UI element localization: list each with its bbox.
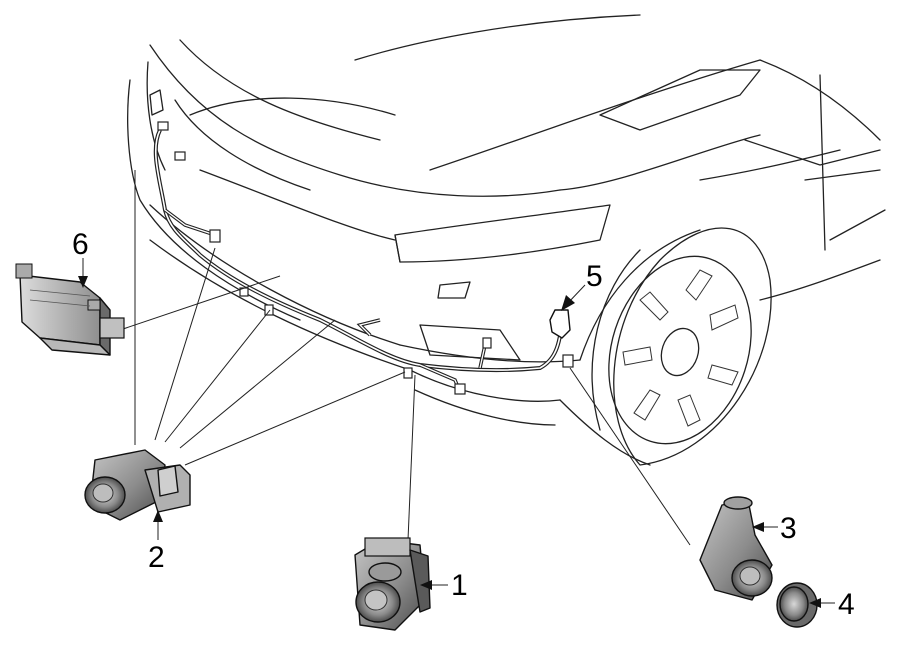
sensor-2 (84, 449, 191, 521)
wiring-harness (153, 121, 574, 395)
car-body-outline (127, 14, 886, 466)
callout-6: 6 (72, 228, 89, 261)
callout-2: 2 (148, 541, 165, 574)
leader-lines (119, 170, 691, 546)
callout-1: 1 (451, 569, 468, 602)
connector-clip (549, 309, 571, 339)
sensor-3 (699, 496, 773, 601)
callout-arrows (78, 258, 835, 608)
callout-3: 3 (780, 512, 797, 545)
callout-4: 4 (838, 588, 855, 621)
callout-labels: 6 2 1 3 4 5 (72, 228, 855, 621)
callout-5: 5 (586, 260, 603, 293)
sensor-1 (354, 537, 431, 631)
sensor-bezel (776, 582, 818, 628)
control-module (15, 263, 125, 356)
